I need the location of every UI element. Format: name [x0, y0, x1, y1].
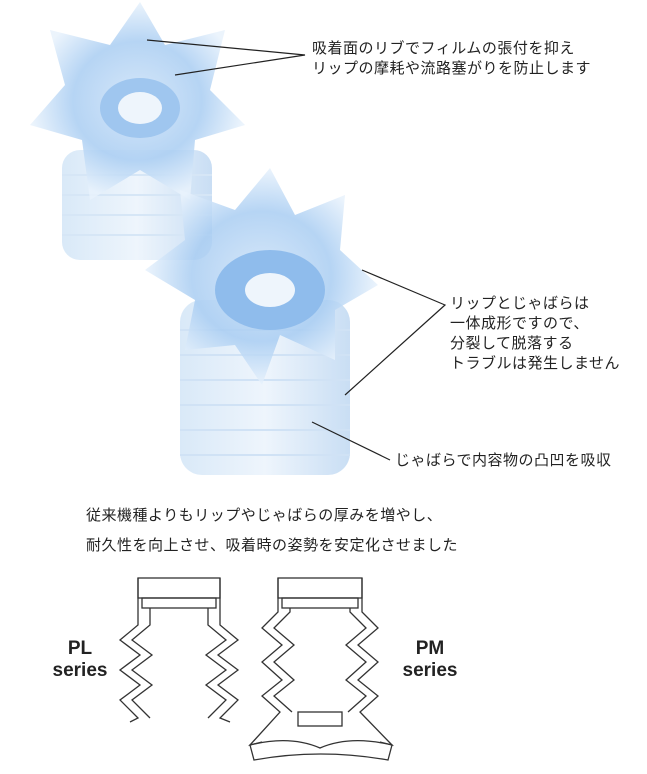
bellows-callout: じゃばらで内容物の凸凹を吸収 — [395, 451, 612, 469]
rib-callout-line-1: 吸着面のリブでフィルムの張付を抑え — [312, 39, 575, 57]
integral-callout-line-3: 分裂して脱落する — [450, 334, 574, 352]
pl-series-label: PL series — [40, 638, 120, 682]
suction-cup-front — [145, 168, 378, 475]
pm-series-diagram — [248, 577, 395, 761]
pm-series-label: PM series — [390, 638, 470, 682]
rib-callout: 吸着面のリブでフィルムの張付を抑え リップの摩耗や流路塞がりを防止します — [312, 38, 591, 78]
description-line-1: 従来機種よりもリップやじゃばらの厚みを増やし、 — [86, 506, 443, 524]
description-line-2: 耐久性を向上させ、吸着時の姿勢を安定化させました — [86, 536, 459, 554]
leader-lines — [146, 39, 447, 461]
pm-series-label-line-2: series — [402, 660, 458, 681]
rib-callout-line-2: リップの摩耗や流路塞がりを防止します — [312, 59, 592, 77]
suction-cup-back — [30, 2, 245, 260]
pl-series-diagram — [118, 577, 240, 723]
integral-callout: リップとじゃばらは 一体成形ですので、 分裂して脱落する トラブルは発生しません — [450, 293, 620, 373]
integral-callout-line-2: 一体成形ですので、 — [450, 314, 589, 332]
integral-callout-line-1: リップとじゃばらは — [450, 294, 590, 312]
pl-series-label-line-2: series — [52, 660, 108, 681]
description: 従来機種よりもリップやじゃばらの厚みを増やし、 耐久性を向上させ、吸着時の姿勢を… — [86, 500, 458, 560]
pl-series-label-line-1: PL — [67, 638, 93, 659]
pm-series-label-line-1: PM — [415, 638, 445, 659]
integral-callout-line-4: トラブルは発生しません — [450, 354, 621, 372]
